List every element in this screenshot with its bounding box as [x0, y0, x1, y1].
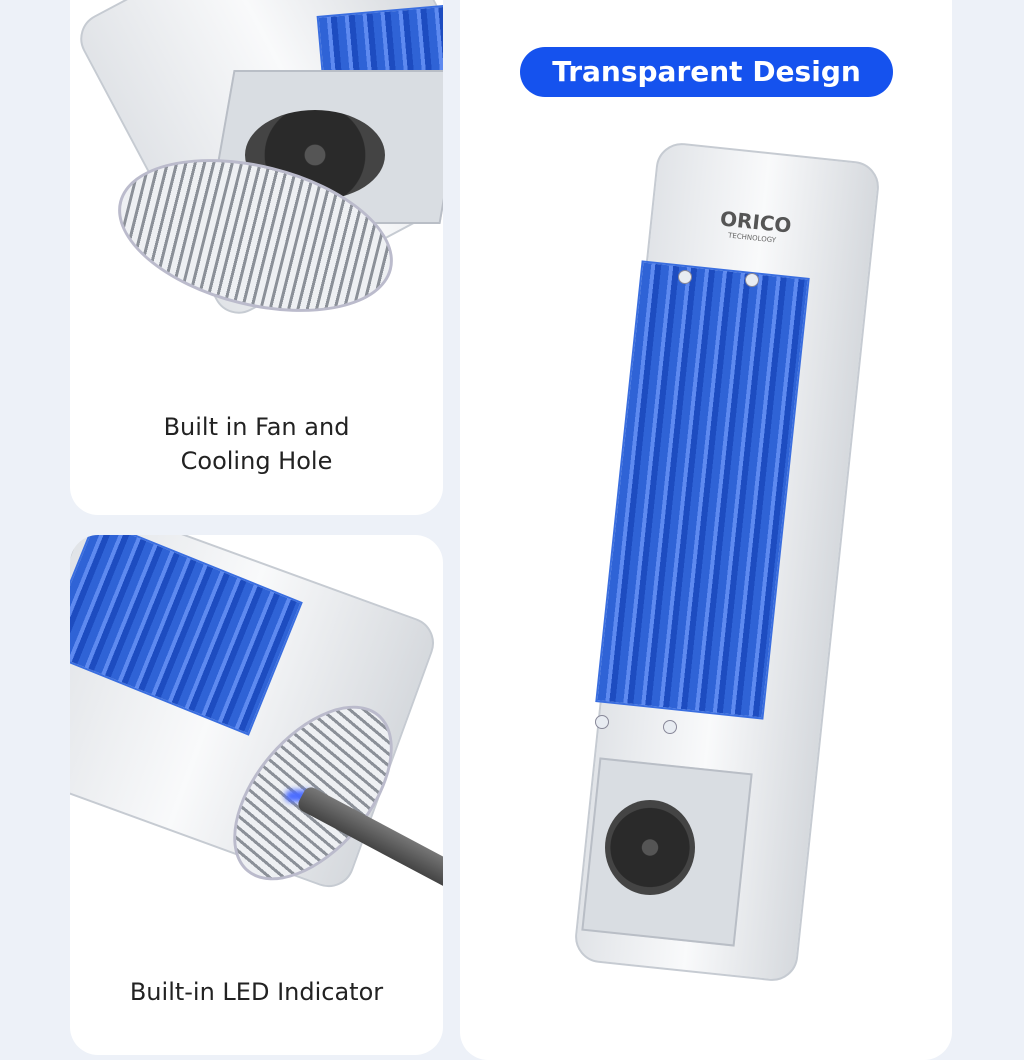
fan-feature-card: Built in Fan and Cooling Hole	[70, 0, 443, 515]
led-feature-card: Built-in LED Indicator	[70, 535, 443, 1055]
fan-icon	[605, 800, 695, 895]
enclosure-top-view-image: ORICO TECHNOLOGY	[520, 140, 940, 1000]
transparent-design-card: Transparent Design ORICO TECHNOLOGY	[460, 0, 952, 1060]
led-caption: Built-in LED Indicator	[129, 978, 384, 1006]
fan-caption-line2: Cooling Hole	[180, 447, 333, 475]
transparent-design-badge: Transparent Design	[520, 47, 893, 97]
enclosure-led-view-image	[70, 535, 443, 955]
fan-caption-line1: Built in Fan and	[163, 413, 350, 441]
enclosure-fan-view-image	[70, 0, 443, 370]
